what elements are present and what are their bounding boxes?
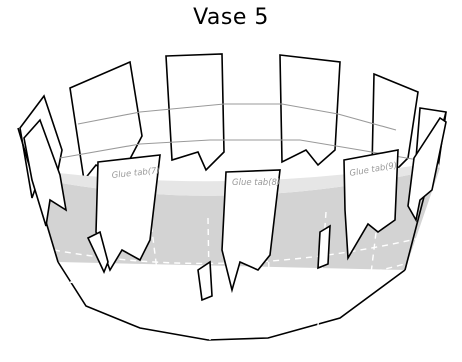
front-tabs: Glue tab(7) Glue tab(8) Glue tab(9) bbox=[23, 116, 447, 302]
glue-tab-8-label: Glue tab(8) bbox=[232, 178, 280, 188]
vertical-fold bbox=[99, 209, 121, 319]
back-panel-center-left bbox=[165, 53, 225, 172]
vertical-fold bbox=[267, 217, 271, 339]
back-fold-line-low bbox=[59, 139, 419, 161]
left-mid-tab bbox=[86, 230, 109, 275]
left-outer-tab bbox=[23, 118, 68, 227]
right-mid-tab bbox=[317, 224, 331, 270]
vertical-fold bbox=[207, 217, 211, 341]
back-fold-line bbox=[77, 103, 397, 131]
back-panel-center-right bbox=[279, 54, 341, 167]
glue-tab-8-panel bbox=[221, 169, 281, 294]
center-mid-tab bbox=[197, 260, 213, 302]
right-outer-tab bbox=[407, 116, 447, 223]
glue-tab-9-panel bbox=[343, 149, 399, 261]
vertical-fold bbox=[317, 211, 327, 327]
vase-bottom-edge bbox=[57, 261, 406, 341]
vertical-fold bbox=[149, 214, 166, 334]
diagram-title: Vase 5 bbox=[193, 5, 269, 30]
horizontal-fold bbox=[69, 261, 413, 294]
